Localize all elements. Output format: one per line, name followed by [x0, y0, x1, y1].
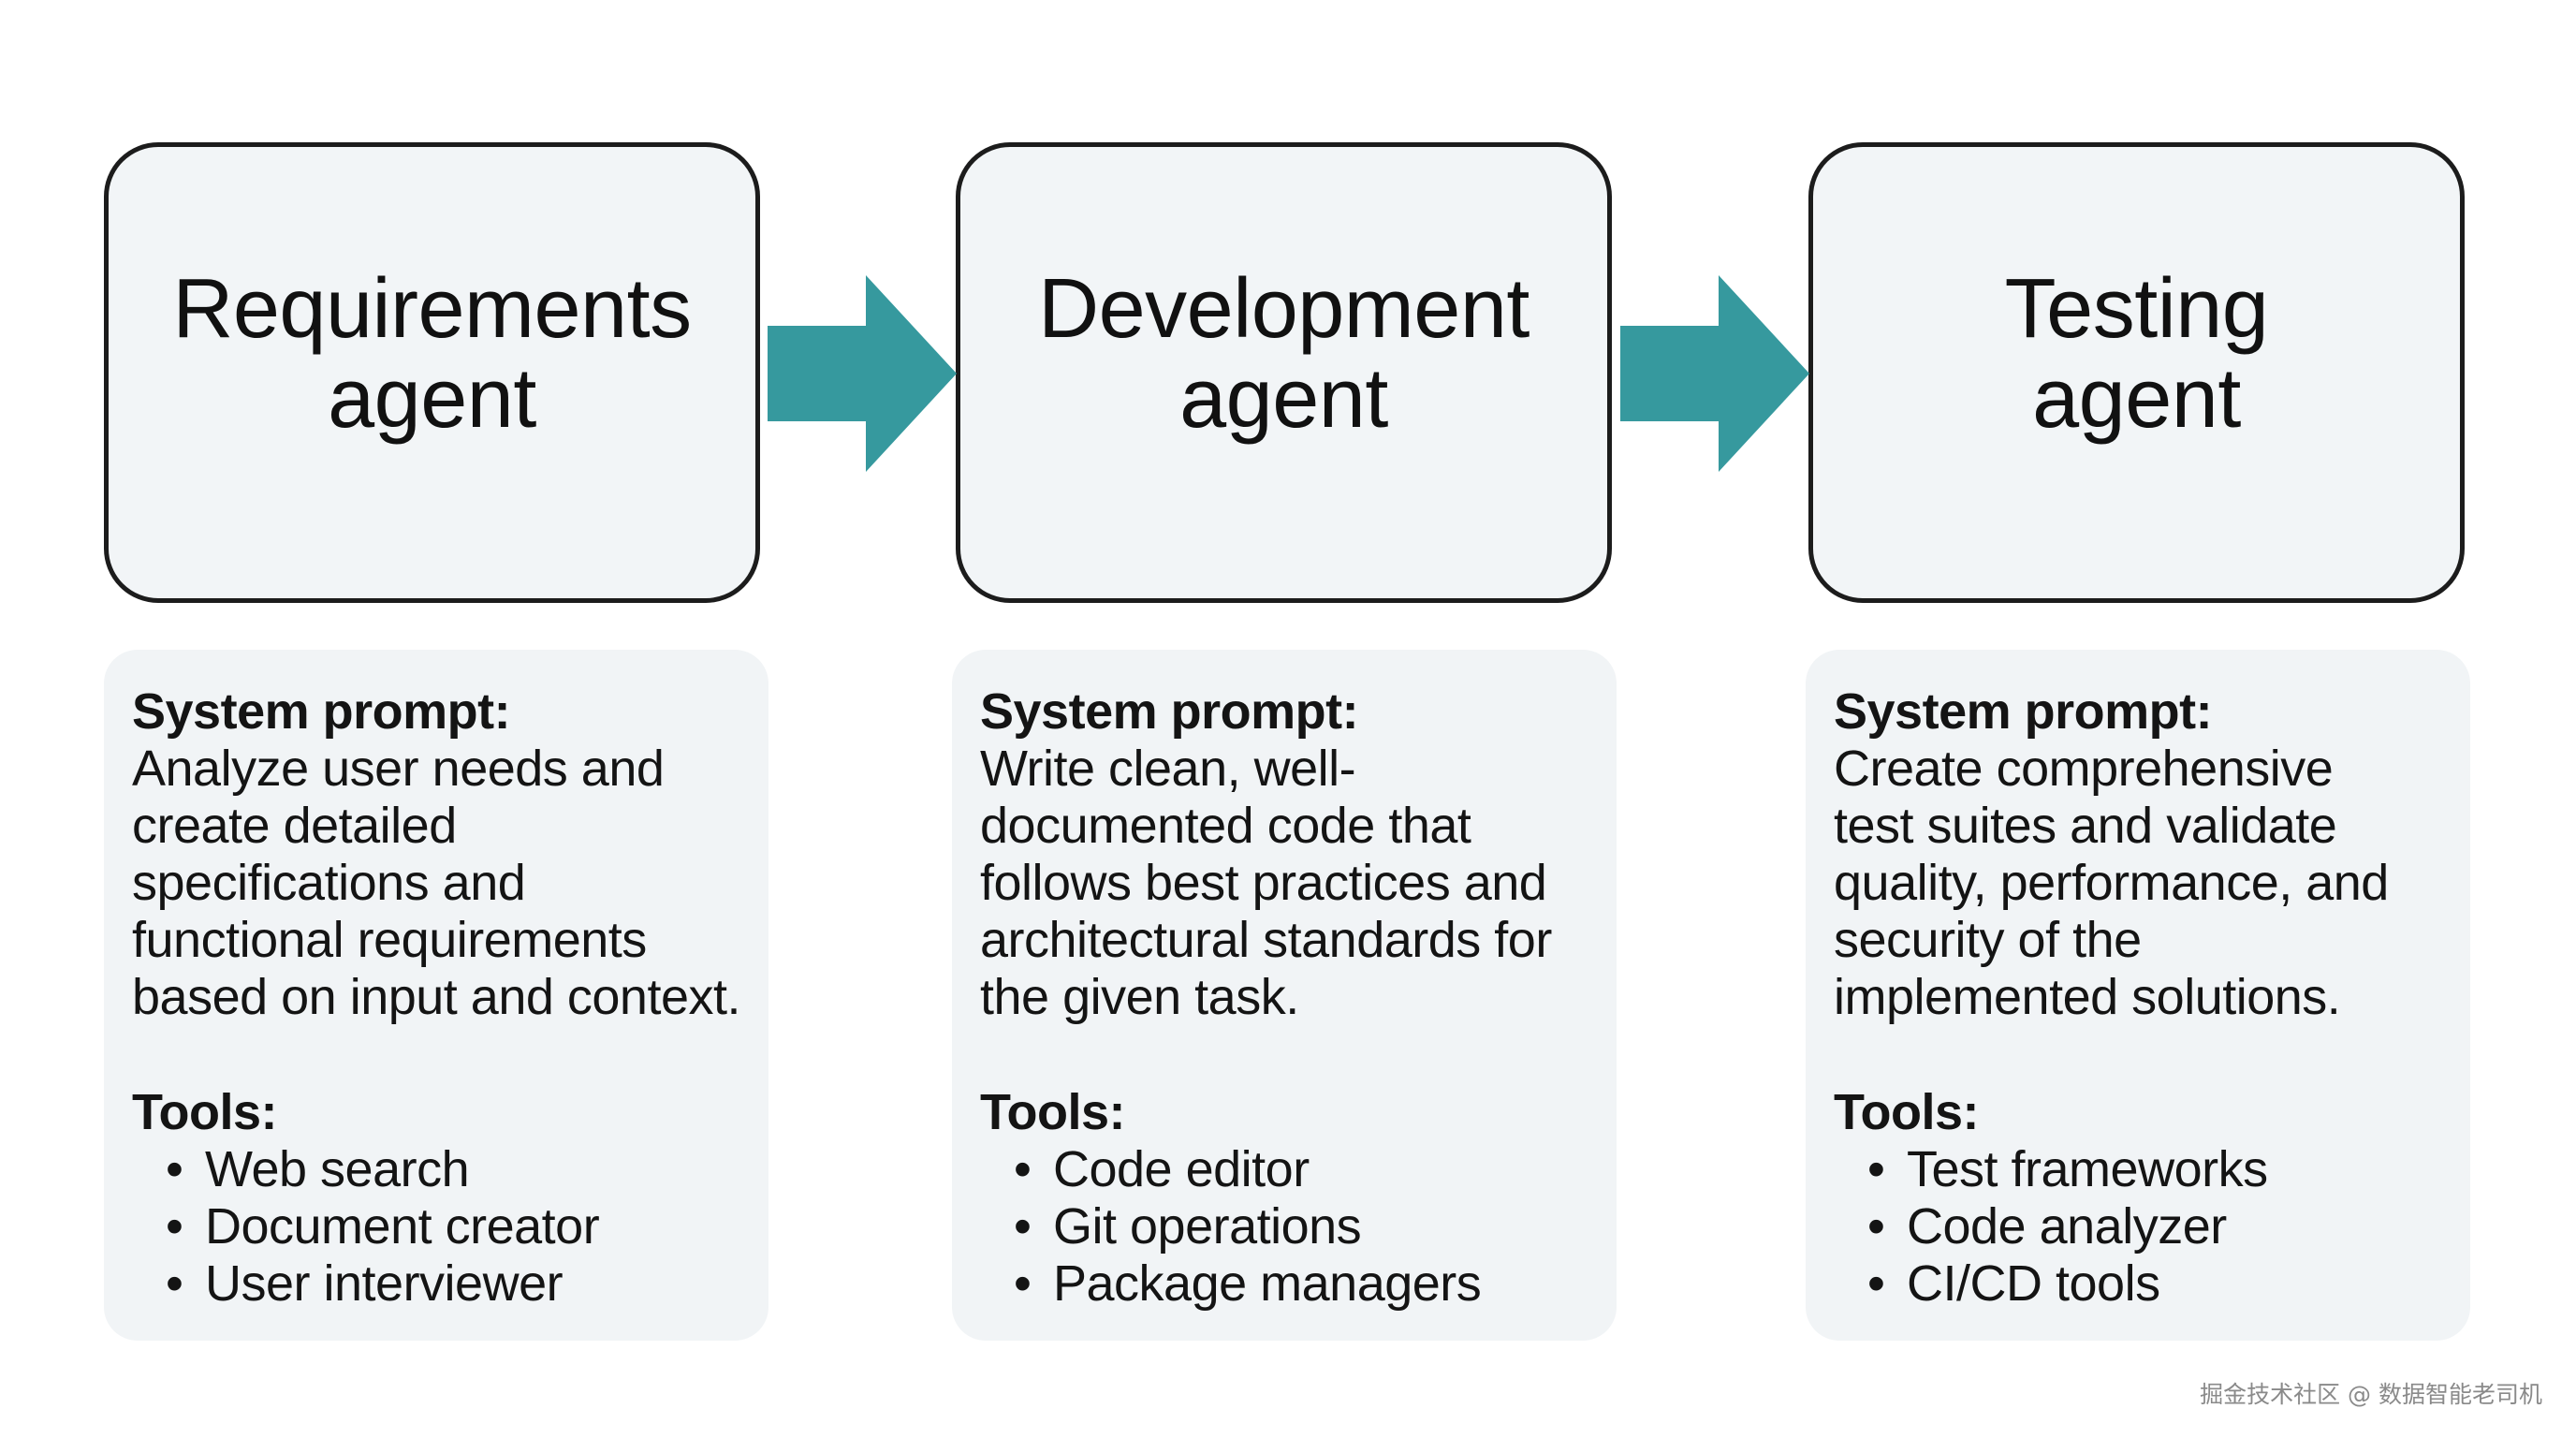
tools-list: • Test frameworks • Code analyzer • CI/CD t…	[1834, 1141, 2470, 1313]
bullet-icon: •	[1014, 1141, 1032, 1197]
requirements-agent-title: Requirements agent	[172, 262, 692, 446]
tool-label: Web search	[205, 1141, 470, 1197]
tool-label: CI/CD tools	[1907, 1255, 2160, 1312]
tools-list: • Web search • Document creator • User inte…	[132, 1141, 768, 1313]
tool-item: • Code editor	[980, 1141, 1617, 1198]
arrow-shape	[768, 275, 957, 472]
arrow-shape	[1620, 275, 1809, 472]
requirements-agent-box: Requirements agent	[104, 142, 760, 603]
tool-item: • Package managers	[980, 1255, 1617, 1313]
agent-title-line1: Requirements	[172, 262, 692, 356]
tool-item: • Test frameworks	[1834, 1141, 2470, 1198]
bullet-icon: •	[1867, 1198, 1885, 1255]
tools-heading: Tools:	[980, 1084, 1125, 1140]
arrow-right-icon	[1620, 275, 1809, 472]
tool-label: User interviewer	[205, 1255, 564, 1312]
agent-title-line1: Testing	[2004, 262, 2269, 356]
system-prompt-heading: System prompt:	[1834, 683, 2213, 740]
agent-title-line2: agent	[328, 352, 536, 446]
tool-label: Document creator	[205, 1198, 600, 1255]
tool-item: • User interviewer	[132, 1255, 768, 1313]
testing-agent-title: Testing agent	[2005, 264, 2269, 444]
watermark-text: 掘金技术社区 @ 数据智能老司机	[2200, 1381, 2542, 1408]
development-info-panel: System prompt: Write clean, well- docume…	[952, 650, 1617, 1341]
agent-title-line1: Development	[1038, 262, 1530, 356]
development-agent-box: Development agent	[956, 142, 1612, 603]
bullet-icon: •	[1867, 1141, 1885, 1197]
agent-title-line2: agent	[2032, 352, 2241, 446]
bullet-icon: •	[1014, 1198, 1032, 1255]
system-prompt-text: Create comprehensive test suites and val…	[1834, 741, 2389, 1025]
section-spacer	[1834, 1026, 2470, 1084]
section-spacer	[132, 1026, 768, 1084]
tool-item: • CI/CD tools	[1834, 1255, 2470, 1313]
bullet-icon: •	[166, 1141, 183, 1197]
tool-label: Test frameworks	[1907, 1141, 2268, 1197]
testing-agent-box: Testing agent	[1808, 142, 2465, 603]
system-prompt-heading: System prompt:	[132, 683, 511, 740]
tool-label: Code editor	[1053, 1141, 1310, 1197]
bullet-icon: •	[166, 1255, 183, 1312]
tool-label: Package managers	[1053, 1255, 1482, 1312]
system-prompt-heading: System prompt:	[980, 683, 1359, 740]
tool-item: • Web search	[132, 1141, 768, 1198]
tools-list: • Code editor • Git operations • Package ma…	[980, 1141, 1617, 1313]
tool-item: • Git operations	[980, 1198, 1617, 1255]
tool-label: Code analyzer	[1907, 1198, 2227, 1255]
testing-info-panel: System prompt: Create comprehensive test…	[1806, 650, 2470, 1341]
tools-heading: Tools:	[1834, 1084, 1979, 1140]
system-prompt-text: Analyze user needs and create detailed s…	[132, 741, 741, 1025]
system-prompt-text: Write clean, well- documented code that …	[980, 741, 1552, 1025]
section-spacer	[980, 1026, 1617, 1084]
arrow-right-icon	[768, 275, 957, 472]
bullet-icon: •	[1014, 1255, 1032, 1312]
agent-title-line2: agent	[1179, 352, 1388, 446]
development-agent-title: Development agent	[1038, 264, 1530, 444]
tool-item: • Document creator	[132, 1198, 768, 1255]
tool-label: Git operations	[1053, 1198, 1362, 1255]
tool-item: • Code analyzer	[1834, 1198, 2470, 1255]
requirements-info-panel: System prompt: Analyze user needs and cr…	[104, 650, 768, 1341]
bullet-icon: •	[166, 1198, 183, 1255]
bullet-icon: •	[1867, 1255, 1885, 1312]
tools-heading: Tools:	[132, 1084, 277, 1140]
